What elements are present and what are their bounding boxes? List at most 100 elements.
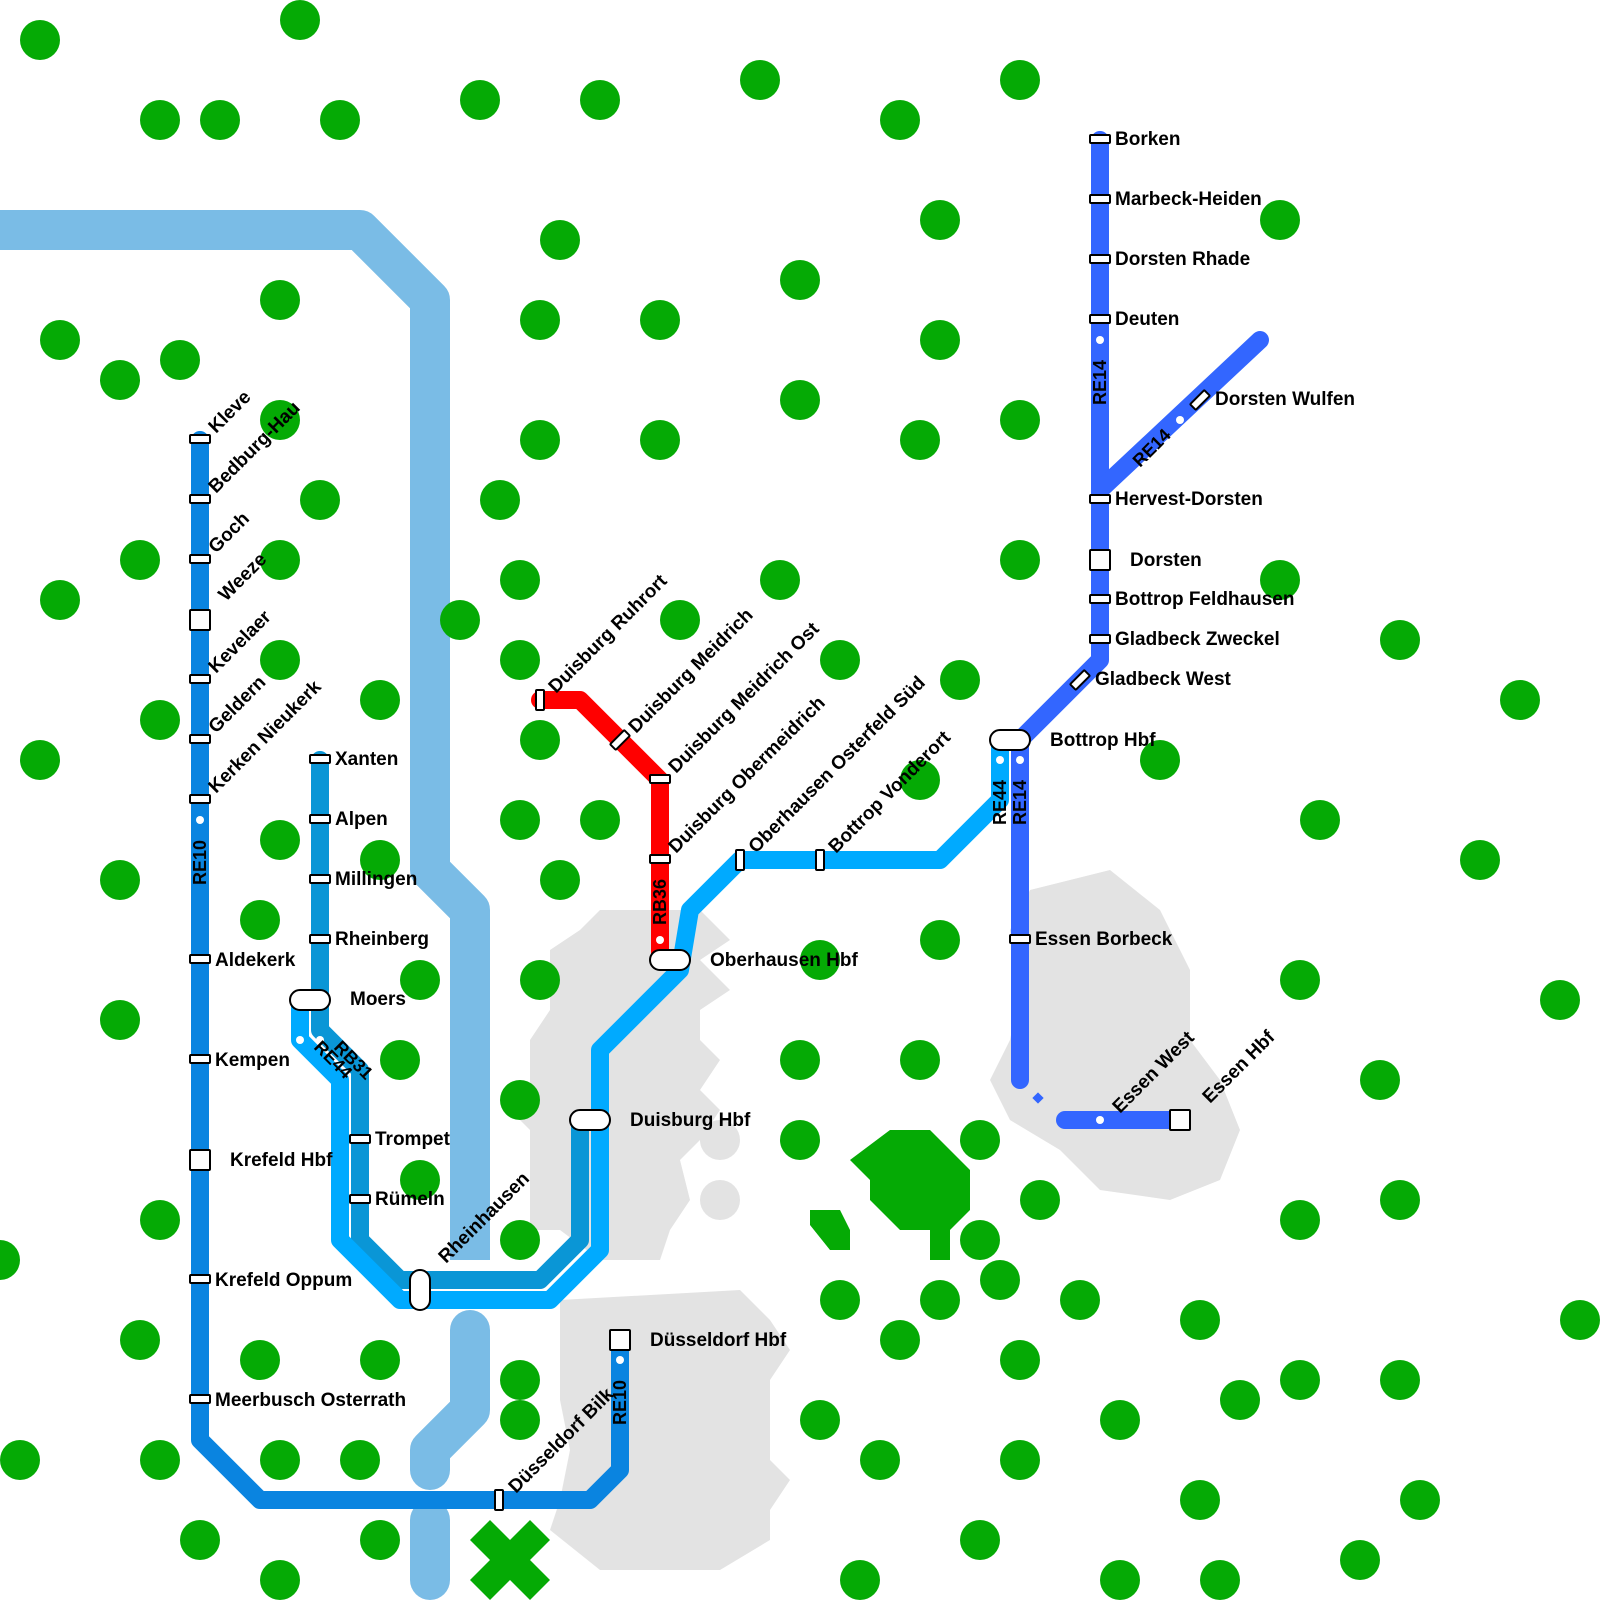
station-marker[interactable]: [189, 1274, 211, 1284]
city-area-dot: [700, 1180, 740, 1220]
station-marker[interactable]: [189, 1394, 211, 1404]
station-marker[interactable]: [349, 1134, 371, 1144]
station-label-borken: Borken: [1115, 129, 1180, 150]
park-dot: [1280, 1360, 1320, 1400]
park-dot: [520, 960, 560, 1000]
park-dot: [440, 600, 480, 640]
station-marker[interactable]: [189, 674, 211, 684]
park-dot: [1000, 400, 1040, 440]
station-marker[interactable]: [1089, 254, 1111, 264]
station-label-duisburg-ruhrort: Duisburg Ruhrort: [545, 570, 672, 697]
station-label-marbeck-heiden: Marbeck-Heiden: [1115, 189, 1262, 210]
station-marker[interactable]: [1089, 134, 1111, 144]
park-dot: [780, 1120, 820, 1160]
station-marker[interactable]: [1189, 389, 1211, 411]
park-dot: [980, 1260, 1020, 1300]
park-dot: [960, 1520, 1000, 1560]
station-marker[interactable]: [189, 734, 211, 744]
station-marker[interactable]: [1089, 494, 1111, 504]
station-label-millingen: Millingen: [335, 869, 417, 890]
station-marker[interactable]: [649, 854, 671, 864]
station-marker-oberhausen-hbf[interactable]: [649, 949, 691, 971]
park-dot: [740, 60, 780, 100]
station-marker[interactable]: [309, 934, 331, 944]
station-marker[interactable]: [1089, 314, 1111, 324]
park-dot: [1000, 540, 1040, 580]
station-marker[interactable]: [349, 1194, 371, 1204]
park-dot: [1280, 1200, 1320, 1240]
station-label-oberhausen-hbf: Oberhausen Hbf: [710, 950, 858, 971]
line-dot: [1016, 756, 1024, 764]
park-dot: [1260, 560, 1300, 600]
station-label-moers: Moers: [350, 989, 406, 1010]
park-dot: [120, 1320, 160, 1360]
station-marker-dorsten[interactable]: [1089, 549, 1111, 571]
transit-lines: [191, 131, 1269, 1509]
station-marker[interactable]: [815, 849, 825, 871]
line-re44: [291, 731, 1009, 1309]
park-dot: [640, 300, 680, 340]
station-marker[interactable]: [494, 1489, 504, 1511]
station-marker[interactable]: [735, 849, 745, 871]
park-dot: [260, 820, 300, 860]
station-marker[interactable]: [309, 814, 331, 824]
river-lower-course: [410, 1310, 490, 1490]
station-label-xanten: Xanten: [335, 749, 398, 770]
station-marker[interactable]: [1089, 194, 1111, 204]
park-dot: [460, 80, 500, 120]
station-marker[interactable]: [1069, 669, 1091, 691]
park-dot: [920, 920, 960, 960]
station-marker[interactable]: [189, 554, 211, 564]
park-dot: [1000, 1340, 1040, 1380]
station-marker-essen-hbf[interactable]: [1169, 1109, 1191, 1131]
line-label-re10: RE10: [190, 840, 210, 885]
line-dot: [1176, 416, 1184, 424]
line-re14-gap-marker: [1032, 1092, 1044, 1104]
station-marker-interchange[interactable]: [189, 609, 211, 631]
park-dot: [1380, 1360, 1420, 1400]
station-marker[interactable]: [1089, 594, 1111, 604]
station-label-bottrop-feldhausen: Bottrop Feldhausen: [1115, 589, 1294, 610]
station-marker[interactable]: [189, 1054, 211, 1064]
park-dot: [500, 1080, 540, 1120]
station-marker[interactable]: [189, 494, 211, 504]
park-dot: [500, 1400, 540, 1440]
station-marker-bottrop-hbf[interactable]: [989, 729, 1031, 751]
station-marker-duisburg-hbf[interactable]: [569, 1109, 611, 1131]
station-marker[interactable]: [535, 689, 545, 711]
station-marker[interactable]: [649, 774, 671, 784]
park-dot: [960, 1220, 1000, 1260]
park-dot: [280, 0, 320, 40]
station-marker-moers[interactable]: [289, 989, 331, 1011]
station-marker[interactable]: [1009, 934, 1031, 944]
station-marker[interactable]: [189, 434, 211, 444]
station-marker[interactable]: [609, 729, 631, 751]
park-dot: [1460, 840, 1500, 880]
park-dot: [180, 1520, 220, 1560]
station-marker[interactable]: [1089, 634, 1111, 644]
park-dot: [400, 960, 440, 1000]
line-re14-main: [1011, 131, 1109, 1089]
station-marker[interactable]: [309, 874, 331, 884]
station-label-duesseldorf-hbf: Düsseldorf Hbf: [650, 1330, 787, 1351]
station-label-dorsten-rhade: Dorsten Rhade: [1115, 249, 1250, 270]
station-marker-rheinhausen[interactable]: [409, 1269, 431, 1311]
station-marker-interchange[interactable]: [189, 1149, 211, 1171]
park-dot: [520, 300, 560, 340]
station-marker[interactable]: [189, 954, 211, 964]
line-label-re10: RE10: [610, 1380, 630, 1425]
station-marker-duesseldorf-hbf[interactable]: [609, 1329, 631, 1351]
park-dot: [1200, 1560, 1240, 1600]
city-areas: [510, 870, 1240, 1570]
station-marker[interactable]: [189, 794, 211, 804]
station-marker[interactable]: [309, 754, 331, 764]
line-dot: [316, 1036, 324, 1044]
park-dot: [140, 700, 180, 740]
river-main-course: [0, 210, 490, 1260]
park-dot: [500, 640, 540, 680]
station-label-bottrop-hbf: Bottrop Hbf: [1050, 730, 1156, 751]
station-label-rheinberg: Rheinberg: [335, 929, 429, 950]
station-label-krefeld-hbf: Krefeld Hbf: [230, 1150, 333, 1171]
